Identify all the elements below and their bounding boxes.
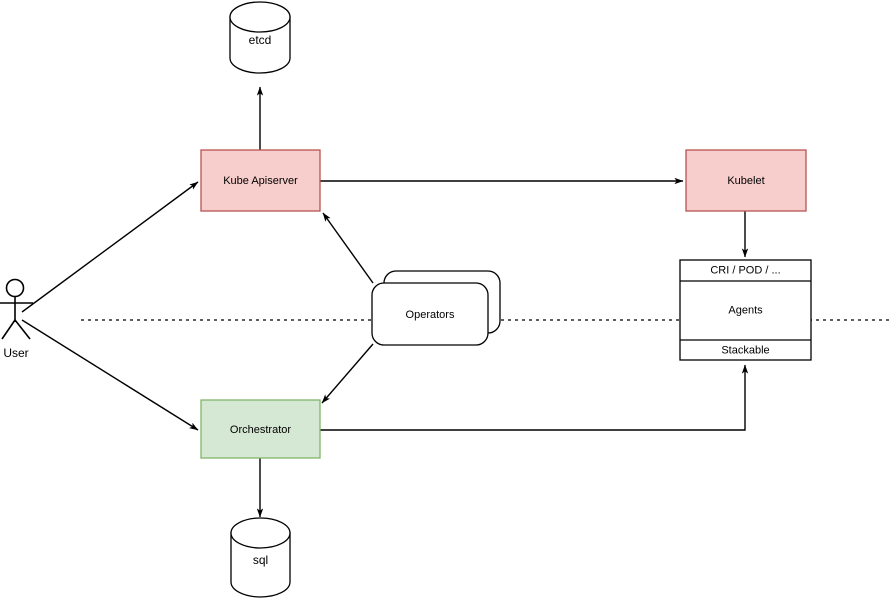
node-etcd-label: etcd	[249, 33, 272, 47]
node-user-actor[interactable]: User	[0, 278, 33, 361]
node-kubelet-label: Kubelet	[727, 175, 764, 187]
node-orchestrator-label: Orchestrator	[230, 424, 291, 436]
actor-leg-right-icon	[14, 319, 31, 340]
node-kube-apiserver-label: Kube Apiserver	[223, 175, 298, 187]
actor-head-icon	[5, 278, 25, 298]
edge-operators-to-apiserver	[322, 212, 374, 284]
node-operators[interactable]: Operators	[371, 270, 501, 346]
node-agents-stack[interactable]: CRI / POD / ... Agents Stackable	[679, 259, 812, 361]
edge-orchestrator-to-agents	[320, 364, 749, 431]
edge-user-to-orchestrator	[21, 319, 199, 431]
node-operators-label: Operators	[406, 309, 455, 321]
edge-user-to-apiserver	[21, 181, 199, 313]
edge-operators-to-orchestrator	[321, 343, 374, 404]
actor-leg-left-icon	[1, 319, 16, 340]
node-user-label: User	[3, 346, 28, 360]
node-kube-apiserver[interactable]: Kube Apiserver	[200, 149, 321, 212]
node-sql-label: sql	[253, 553, 268, 567]
node-agents-middle-label: Agents	[728, 304, 763, 316]
node-sql[interactable]: sql	[230, 517, 291, 598]
node-agents-top-label: CRI / POD / ...	[710, 264, 780, 276]
node-agents-bottom-label: Stackable	[721, 344, 769, 356]
node-etcd[interactable]: etcd	[229, 1, 291, 74]
node-orchestrator[interactable]: Orchestrator	[200, 399, 321, 459]
node-kubelet[interactable]: Kubelet	[685, 149, 807, 212]
